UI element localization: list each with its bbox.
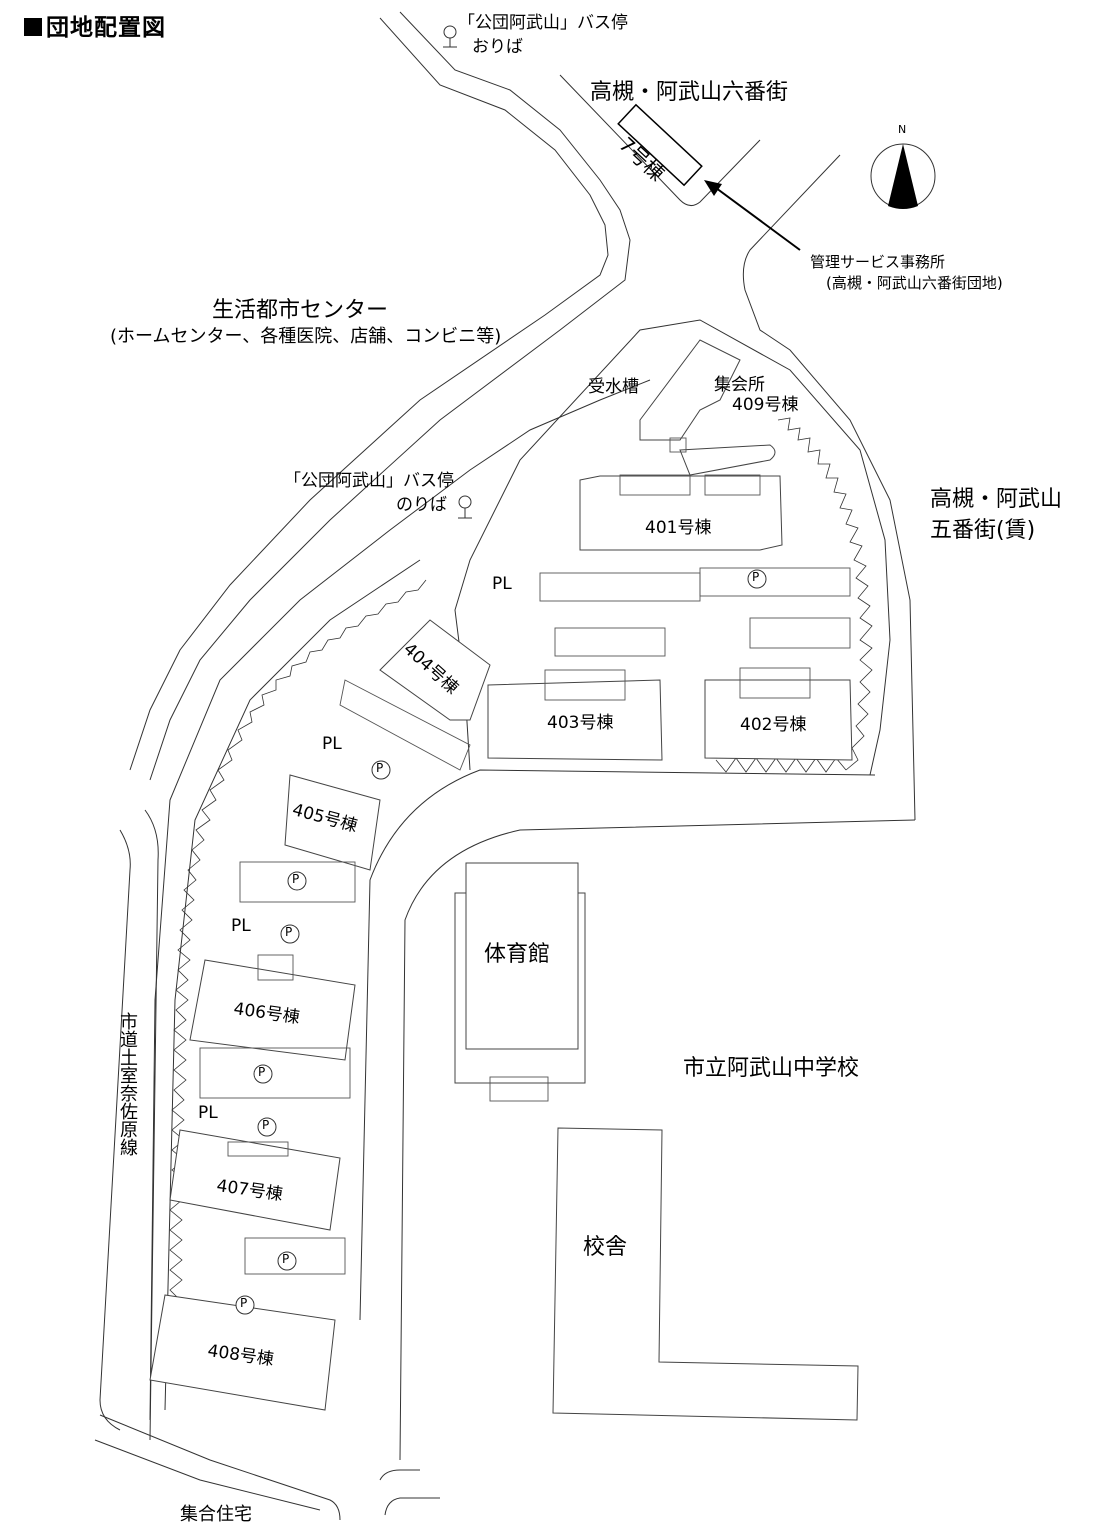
management-arrow <box>704 180 801 251</box>
water-tank-label: 受水槽 <box>588 377 639 397</box>
site-boundary <box>149 319 891 1421</box>
building-403 <box>487 669 663 761</box>
building-7-box <box>617 103 703 187</box>
parking-label-8: P <box>240 1296 248 1310</box>
building-408 <box>149 1294 336 1411</box>
building-406 <box>189 954 356 1061</box>
road-inner <box>359 769 916 1461</box>
bus-stop-icon-dropoff <box>443 25 457 48</box>
building-407 <box>169 1129 341 1231</box>
retaining-wall-east <box>715 417 873 773</box>
bus-stop-pickup-type: のりば <box>396 495 447 515</box>
building-401-label: 401号棟 <box>645 518 712 538</box>
school-building-label: 校舎 <box>583 1235 628 1260</box>
parking-markers <box>235 569 767 1315</box>
area-school: 市立阿武山中学校 <box>683 1056 860 1081</box>
parking-label-7: P <box>282 1252 290 1266</box>
compass-label: N <box>898 123 907 136</box>
page-title: 団地配置図 <box>24 8 166 42</box>
building-405 <box>284 774 381 871</box>
area-life-center-note: (ホームセンター、各種医院、店舗、コンビニ等) <box>110 326 502 347</box>
parking-label-4: P <box>285 925 293 939</box>
page-title-text: 団地配置図 <box>46 15 166 41</box>
city-road-label: 市道土室奈佐原線 <box>117 1012 138 1156</box>
parking-label-5: P <box>258 1065 266 1079</box>
management-office-note: (高槻・阿武山六番街団地) <box>826 274 1003 292</box>
bus-stop-dropoff-name: 「公団阿武山」バス停 <box>458 13 628 33</box>
north-arrow-icon <box>870 143 936 209</box>
gymnasium <box>454 862 586 1102</box>
playlot-label-2: PL <box>322 734 342 754</box>
road-rokubangai <box>559 74 916 821</box>
parking-strips <box>199 567 851 1275</box>
bus-stop-dropoff-type: おりば <box>472 37 523 57</box>
area-gobangai-line2: 五番街(賃) <box>930 518 1036 543</box>
playlot-label-4: PL <box>198 1103 218 1123</box>
meeting-hall-label: 集会所 <box>714 375 765 395</box>
building-404 <box>379 619 491 721</box>
area-life-center: 生活都市センター <box>212 298 389 323</box>
building-403-label: 403号棟 <box>547 713 614 733</box>
parking-label-2: P <box>376 761 384 775</box>
road-north-west <box>129 11 631 781</box>
road-west <box>94 809 440 1521</box>
playlot-label-1: PL <box>492 574 512 594</box>
area-rokubangai: 高槻・阿武山六番街 <box>590 80 789 105</box>
management-office-name: 管理サービス事務所 <box>810 253 946 271</box>
parking-label-1: P <box>752 570 760 584</box>
building-402-label: 402号棟 <box>740 715 807 735</box>
gym-label: 体育館 <box>484 942 551 967</box>
bus-stop-pickup-name: 「公団阿武山」バス停 <box>284 471 454 491</box>
bus-stop-icon-pickup <box>458 495 472 519</box>
building-401 <box>579 474 783 551</box>
parking-label-3: P <box>292 872 300 886</box>
building-402 <box>704 667 853 761</box>
area-housing: 集合住宅 <box>180 1504 252 1525</box>
meeting-hall-409 <box>639 339 776 476</box>
school-building <box>552 1127 859 1421</box>
parking-label-6: P <box>262 1118 270 1132</box>
playlot-label-3: PL <box>231 916 251 936</box>
square-bullet-icon <box>24 18 42 36</box>
area-gobangai-line1: 高槻・阿武山 <box>930 487 1063 512</box>
retaining-wall-west <box>169 579 427 1301</box>
meeting-hall-building-label: 409号棟 <box>732 395 799 415</box>
